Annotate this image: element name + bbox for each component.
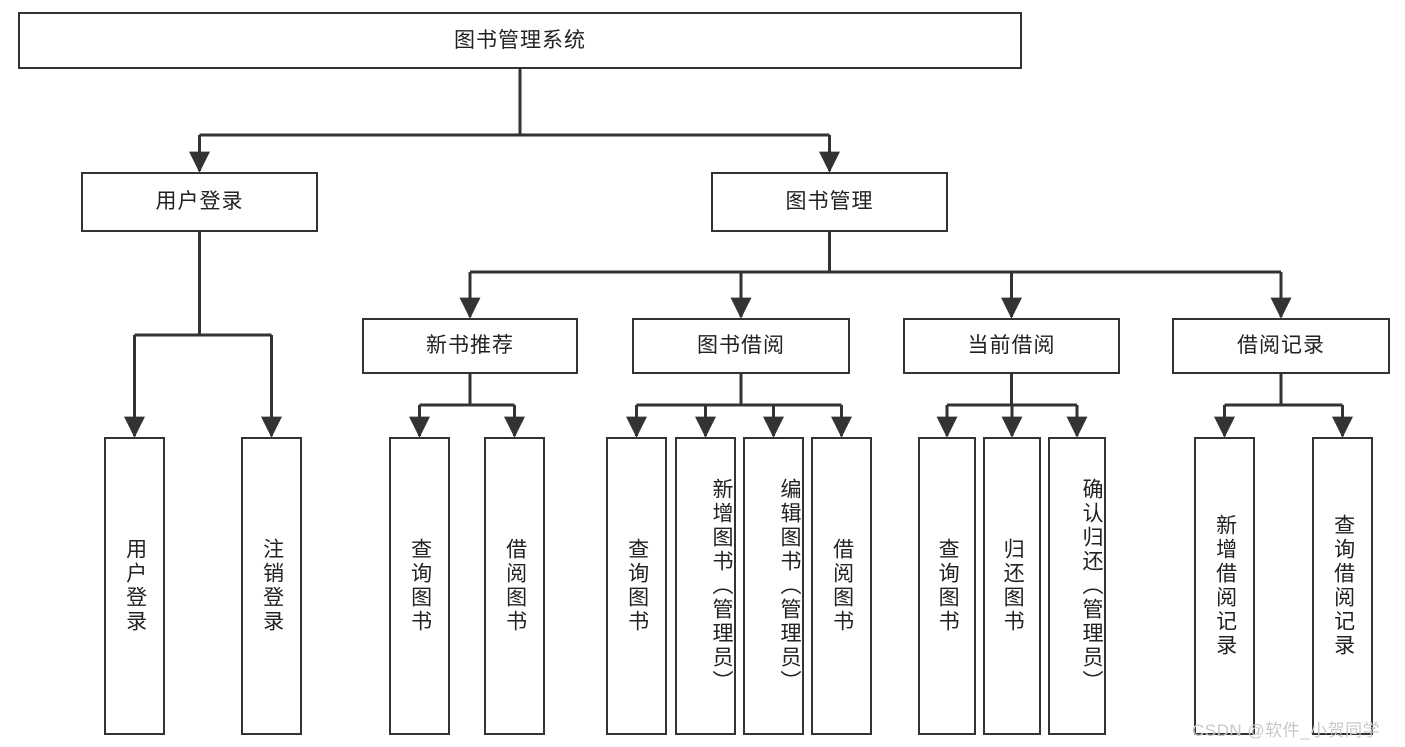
node-new-book-recommend-label: 新书推荐 [426, 334, 514, 358]
leaf-borrow-book-borrow-label: 借阅图书 [830, 538, 854, 634]
node-user-login-label: 用户登录 [155, 190, 244, 214]
leaf-query-book-borrow-label: 查询图书 [625, 538, 649, 634]
leaf-query-borrow-record-label: 查询借阅记录 [1331, 514, 1355, 658]
csdn-watermark: CSDN @软件_小贺同学 [1192, 721, 1381, 740]
leaf-confirm-return-admin-label: 确认归还（管理员） [1080, 478, 1103, 694]
leaf-borrow-book-borrow[interactable]: 借阅图书 [811, 437, 872, 735]
leaf-add-borrow-record-label: 新增借阅记录 [1213, 514, 1237, 658]
node-book-borrowing-label: 图书借阅 [697, 334, 785, 358]
node-borrowing-records[interactable]: 借阅记录 [1172, 318, 1390, 374]
node-current-borrowing[interactable]: 当前借阅 [903, 318, 1120, 374]
leaf-query-book-current-label: 查询图书 [936, 538, 960, 634]
node-new-book-recommend[interactable]: 新书推荐 [362, 318, 578, 374]
node-book-management[interactable]: 图书管理 [711, 172, 948, 232]
leaf-add-book-admin-label: 新增图书（管理员） [710, 478, 733, 694]
leaf-add-borrow-record[interactable]: 新增借阅记录 [1194, 437, 1255, 735]
leaf-logout[interactable]: 注销登录 [241, 437, 302, 735]
leaf-borrow-book-new-label: 借阅图书 [503, 538, 527, 634]
leaf-query-book-new[interactable]: 查询图书 [389, 437, 450, 735]
leaf-edit-book-admin-label: 编辑图书（管理员） [778, 478, 801, 694]
leaf-query-book-borrow[interactable]: 查询图书 [606, 437, 667, 735]
leaf-return-book[interactable]: 归还图书 [983, 437, 1041, 735]
leaf-query-book-new-label: 查询图书 [408, 538, 432, 634]
node-root[interactable]: 图书管理系统 [18, 12, 1022, 69]
leaf-confirm-return-admin[interactable]: 确认归还（管理员） [1048, 437, 1106, 735]
leaf-query-borrow-record[interactable]: 查询借阅记录 [1312, 437, 1373, 735]
node-borrowing-records-label: 借阅记录 [1237, 334, 1325, 358]
node-current-borrowing-label: 当前借阅 [967, 334, 1056, 358]
leaf-edit-book-admin[interactable]: 编辑图书（管理员） [743, 437, 804, 735]
leaf-borrow-book-new[interactable]: 借阅图书 [484, 437, 545, 735]
leaf-user-login[interactable]: 用户登录 [104, 437, 165, 735]
leaf-return-book-label: 归还图书 [1001, 538, 1025, 634]
node-root-label: 图书管理系统 [454, 28, 586, 52]
node-user-login[interactable]: 用户登录 [81, 172, 318, 232]
node-book-borrowing[interactable]: 图书借阅 [632, 318, 850, 374]
leaf-logout-label: 注销登录 [260, 538, 284, 634]
leaf-query-book-current[interactable]: 查询图书 [918, 437, 976, 735]
leaf-user-login-label: 用户登录 [123, 538, 147, 634]
node-book-management-label: 图书管理 [785, 190, 874, 214]
leaf-add-book-admin[interactable]: 新增图书（管理员） [675, 437, 736, 735]
